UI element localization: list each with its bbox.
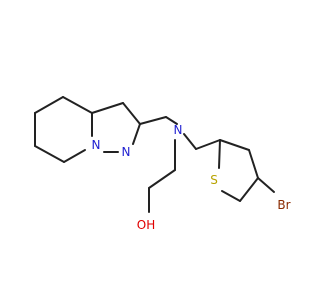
bond-ring6-b xyxy=(34,145,65,163)
atom-label-sulfur: S xyxy=(210,173,218,187)
bond-lines xyxy=(34,96,275,213)
atom-labels: N N N S Br OH xyxy=(92,123,291,232)
atom-label-bromine: Br xyxy=(277,198,290,212)
bond-thiophene-c xyxy=(248,149,259,179)
bond-pyrazole-a xyxy=(91,102,124,114)
atom-label-hydroxyl: OH xyxy=(137,218,155,232)
bond-pyrazole-b xyxy=(122,102,141,125)
bond-amine-left xyxy=(165,116,178,125)
bond-ch2-left xyxy=(139,116,167,125)
molecule-structure-diagram: N N N S Br OH xyxy=(34,96,291,232)
atom-label-nitrogen-pyrazole-2: N xyxy=(122,145,131,159)
atom-label-nitrogen-pyrazole-1: N xyxy=(92,138,101,152)
bond-thiophene-a xyxy=(218,139,221,169)
bond-bromine xyxy=(257,177,275,193)
bond-thiophene-b xyxy=(219,139,250,151)
bond-chain-b xyxy=(148,169,176,189)
bond-thiophene-d xyxy=(239,177,259,202)
bond-ring6-d xyxy=(34,96,64,114)
atom-label-nitrogen-amine: N xyxy=(174,123,183,137)
bond-ring6-c xyxy=(63,149,86,163)
bond-pyrazole-c xyxy=(132,123,141,145)
bond-amine-right xyxy=(183,133,197,150)
bond-ring6-e xyxy=(62,96,93,114)
bond-ch2-right xyxy=(195,139,221,150)
bond-thiophene-e xyxy=(221,190,241,202)
